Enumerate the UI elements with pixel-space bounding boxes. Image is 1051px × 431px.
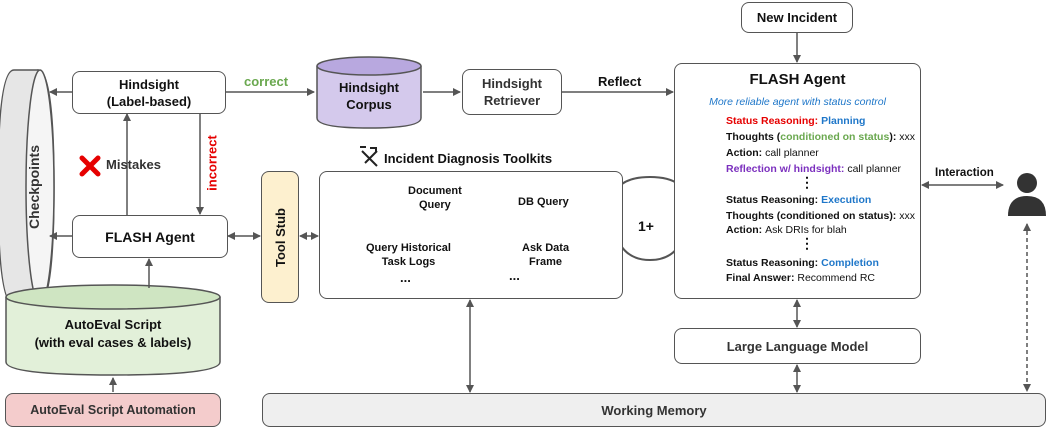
- hindsight-label-line2: (Label-based): [106, 93, 192, 109]
- trace-action-2-value: Ask DRIs for blah: [765, 224, 847, 236]
- tool-more-right: ...: [509, 268, 520, 283]
- hammers-icon: [360, 146, 378, 167]
- trace-thoughts-2: Thoughts (conditioned on status): xxx: [726, 210, 915, 223]
- tool-document-query-line1: Document: [408, 185, 462, 197]
- checkpoints-cylinder: [0, 69, 55, 306]
- flash-agent-left-node: FLASH Agent: [72, 215, 228, 258]
- llm-node: Large Language Model: [674, 328, 921, 364]
- corpus-line1: Hindsight: [339, 80, 399, 95]
- trace-status-execution-key: Status Reasoning:: [726, 194, 822, 206]
- trace-thoughts-1: Thoughts (conditioned on status): xxx: [726, 131, 915, 144]
- trace-thoughts-1-d: xxx: [899, 131, 915, 143]
- trace-action-1-value: call planner: [765, 147, 819, 159]
- toolkits-title: Incident Diagnosis Toolkits: [384, 151, 553, 166]
- trace-status-planning-value: Planning: [821, 115, 866, 127]
- trace-action-2-key: Action:: [726, 224, 766, 236]
- trace-action-2: Action: Ask DRIs for blah: [726, 224, 847, 237]
- tool-historical-logs-line1: Query Historical: [366, 242, 451, 254]
- toolkits-box: [319, 171, 623, 299]
- tool-db-query: DB Query: [518, 196, 569, 208]
- trace-thoughts-1-b: conditioned on status: [780, 131, 890, 143]
- eval-script-line2: (with eval cases & labels): [34, 335, 192, 350]
- trace-vdots-2: ⋮: [800, 235, 814, 251]
- retriever-line1: Hindsight: [482, 76, 542, 91]
- trace-thoughts-1-c: ):: [889, 131, 900, 143]
- user-icon: [1008, 173, 1046, 216]
- trace-status-completion-key: Status Reasoning:: [726, 257, 822, 269]
- eval-script-line1: AutoEval Script: [64, 317, 162, 332]
- flash-agent-right-box: [674, 63, 921, 299]
- tool-ask-df-line2: Frame: [529, 256, 563, 268]
- tool-more-left: ...: [400, 270, 411, 285]
- checkpoints-label: Checkpoints: [26, 144, 42, 230]
- loop-label: 1+: [638, 218, 654, 234]
- incorrect-label: incorrect: [204, 135, 220, 191]
- tool-document-query-line2: Query: [418, 199, 451, 211]
- trace-reflection-key: Reflection w/ hindsight:: [726, 163, 848, 175]
- trace-final-answer: Final Answer: Recommend RC: [726, 272, 875, 285]
- trace-action-1-key: Action:: [726, 147, 766, 159]
- trace-action-1: Action: call planner: [726, 147, 819, 160]
- trace-vdots-1: ⋮: [800, 174, 814, 190]
- tool-ask-df: Ask Data Frame: [522, 241, 569, 269]
- eval-script-label: AutoEval Script (with eval cases & label…: [6, 316, 220, 352]
- tool-ask-df-line1: Ask Data: [522, 242, 570, 254]
- retriever-line2: Retriever: [483, 93, 541, 108]
- tool-stub-label: Tool Stub: [272, 207, 288, 267]
- new-incident-node: New Incident: [741, 2, 853, 33]
- trace-status-completion-value: Completion: [821, 257, 879, 269]
- tool-document-query: Document Query: [408, 184, 462, 212]
- hindsight-label-line1: Hindsight: [119, 76, 179, 92]
- flash-agent-title: FLASH Agent: [749, 71, 846, 88]
- tool-historical-logs-line2: Task Logs: [381, 256, 436, 268]
- tool-stub-node: Tool Stub: [261, 171, 299, 303]
- trace-status-planning-key: Status Reasoning:: [726, 115, 822, 127]
- trace-final-answer-value: Recommend RC: [797, 272, 875, 284]
- corpus-line2: Corpus: [346, 97, 392, 112]
- trace-status-completion: Status Reasoning: Completion: [726, 257, 879, 270]
- trace-status-planning: Status Reasoning: Planning: [726, 115, 865, 128]
- mistake-cross-icon: [79, 155, 101, 177]
- mistakes-label: Mistakes: [106, 157, 161, 172]
- trace-status-execution: Status Reasoning: Execution: [726, 194, 871, 207]
- eval-cylinder: [5, 284, 221, 376]
- trace-reflection: Reflection w/ hindsight: call planner: [726, 163, 901, 176]
- hindsight-label-based-node: Hindsight (Label-based): [72, 71, 226, 114]
- trace-reflection-value: call planner: [847, 163, 902, 175]
- hindsight-retriever-node: Hindsight Retriever: [462, 69, 562, 115]
- trace-final-answer-key: Final Answer:: [726, 272, 798, 284]
- tool-historical-logs: Query Historical Task Logs: [366, 241, 451, 269]
- correct-label: correct: [244, 74, 289, 89]
- working-memory-node: Working Memory: [262, 393, 1046, 427]
- trace-status-execution-value: Execution: [821, 194, 872, 206]
- flash-agent-subtitle: More reliable agent with status control: [709, 96, 886, 108]
- trace-thoughts-2-value: xxx: [899, 210, 915, 222]
- eval-automation-node: AutoEval Script Automation: [5, 393, 221, 427]
- trace-thoughts-1-a: Thoughts (: [726, 131, 781, 143]
- interaction-label: Interaction: [935, 167, 994, 179]
- trace-thoughts-2-key: Thoughts (conditioned on status):: [726, 210, 900, 222]
- corpus-cylinder: [316, 56, 422, 129]
- corpus-label: Hindsight Corpus: [317, 79, 421, 113]
- reflect-label: Reflect: [598, 74, 642, 89]
